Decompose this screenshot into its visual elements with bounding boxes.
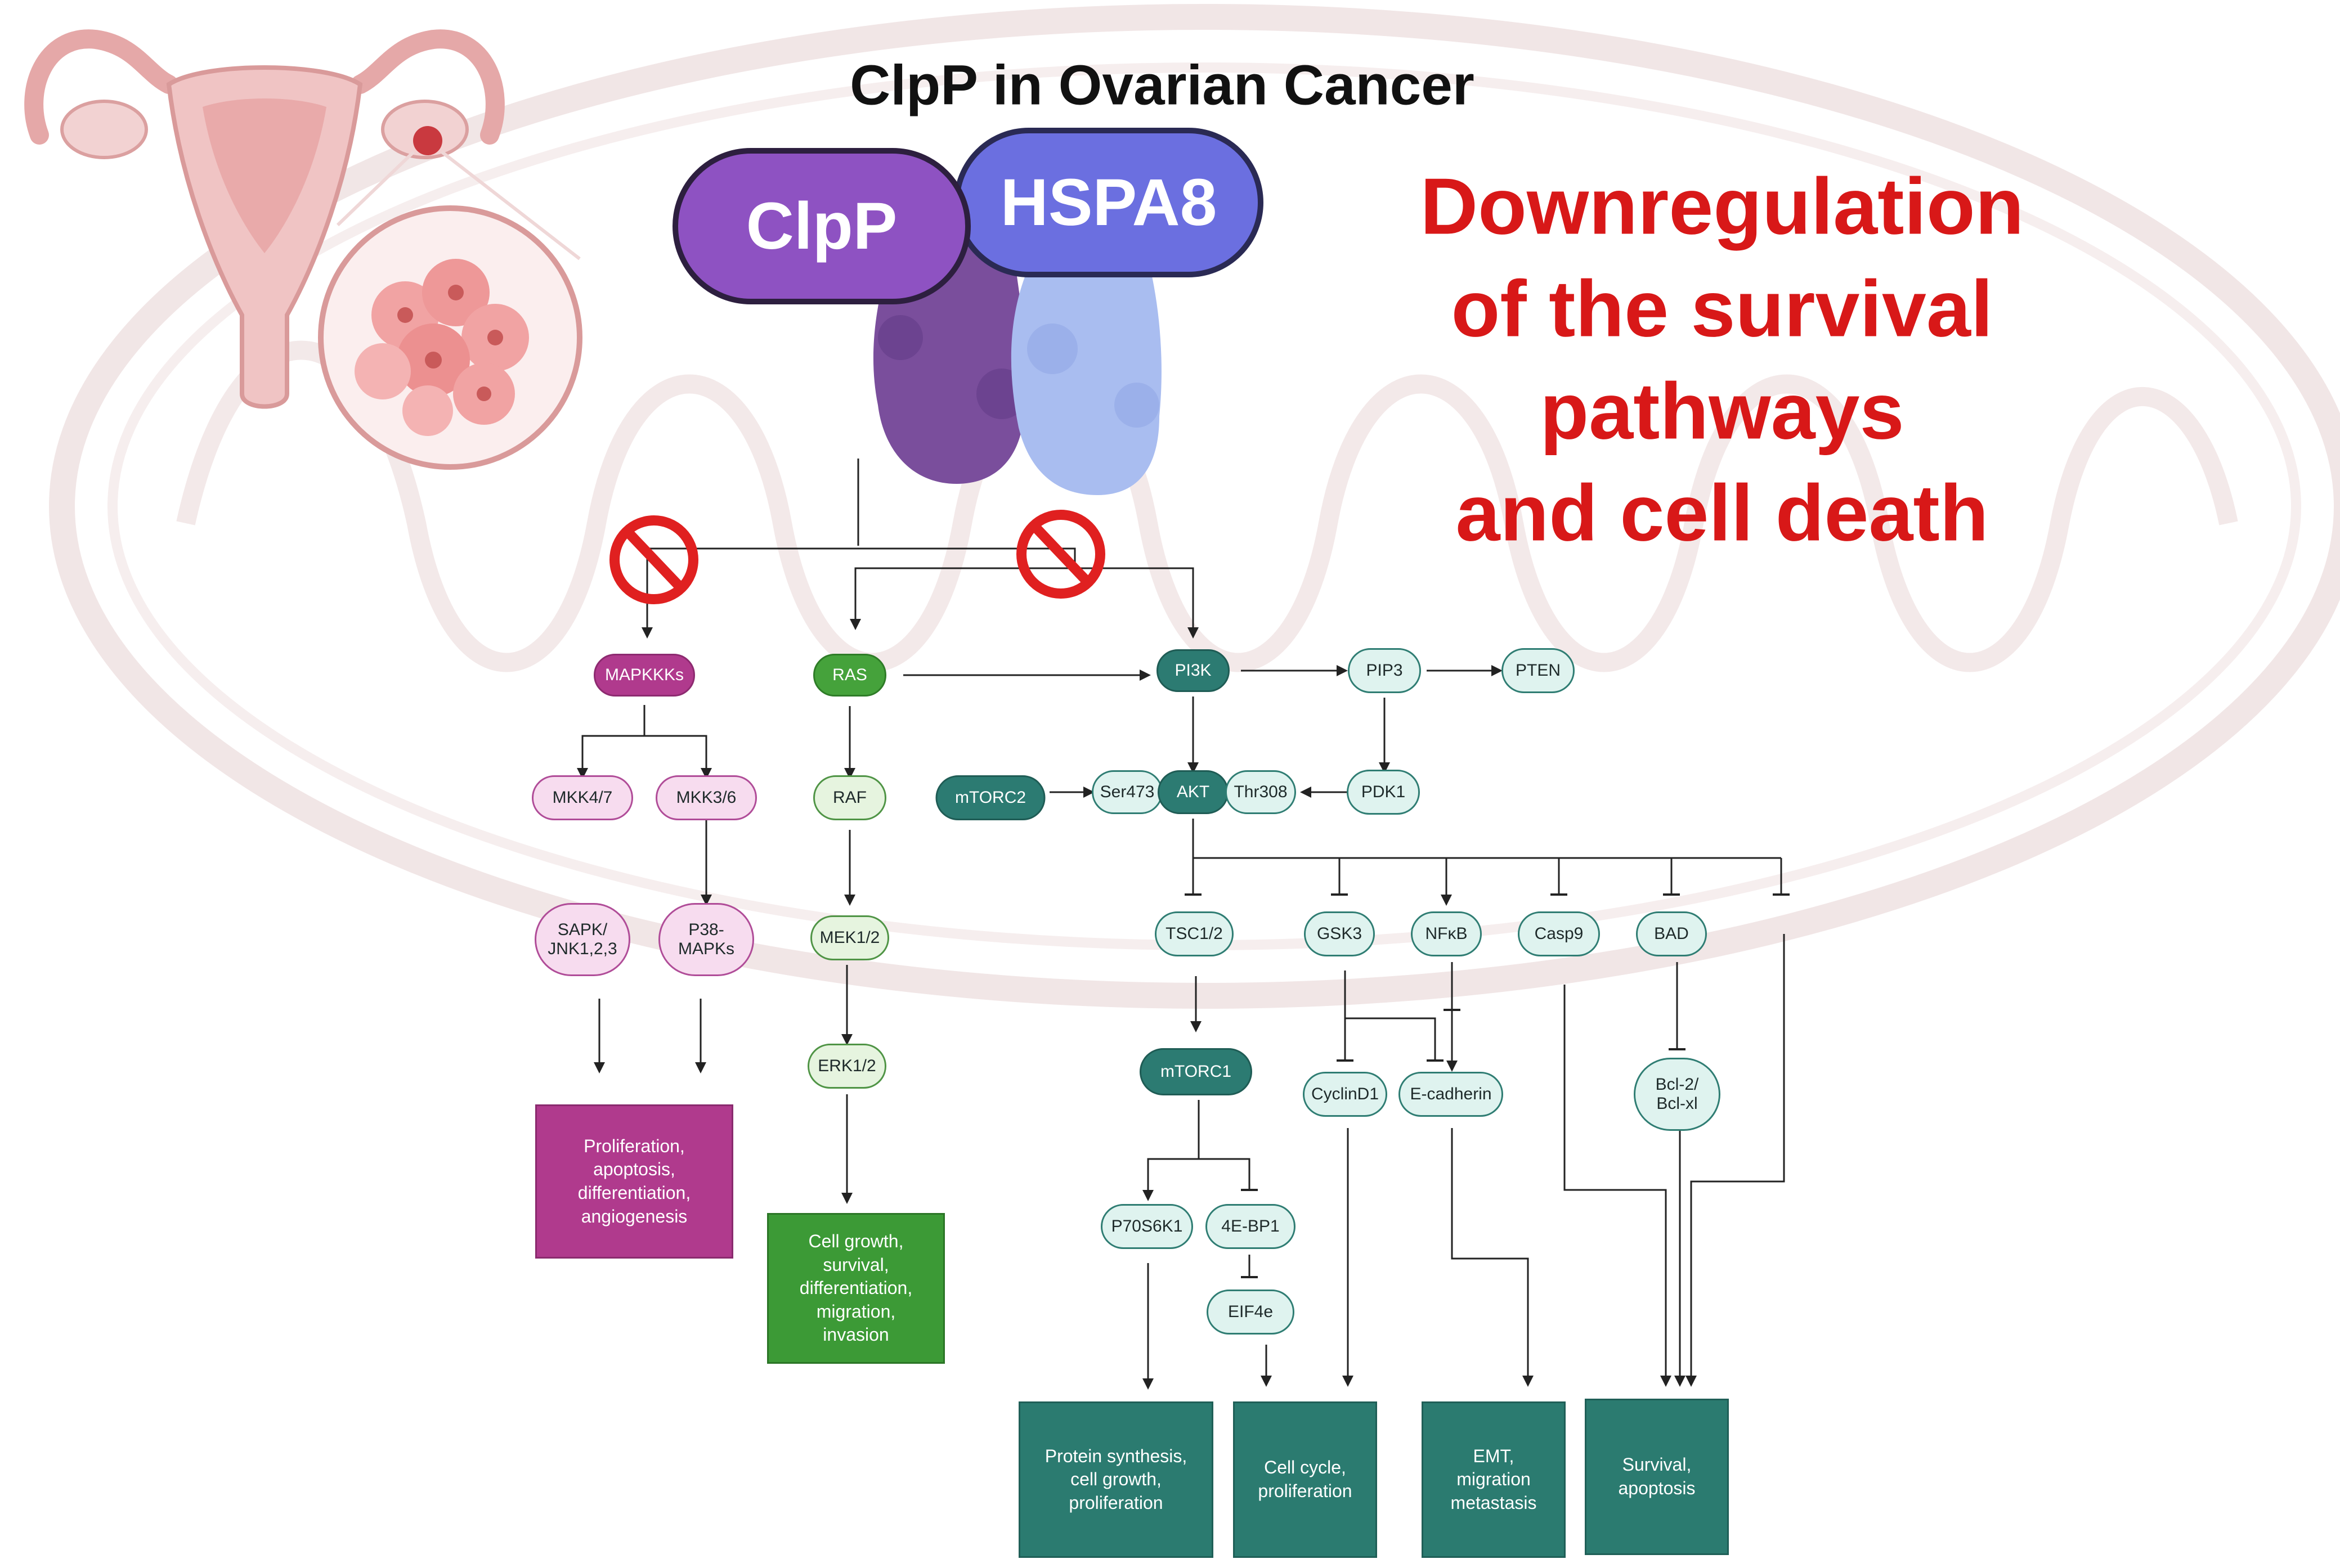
node-nfkb: NFκB [1411, 911, 1482, 956]
node-erk12: ERK1/2 [808, 1044, 886, 1089]
node-pip3: PIP3 [1348, 648, 1421, 693]
node-raf: RAF [813, 775, 886, 820]
outcome-cell-cycle: Cell cycle, proliferation [1233, 1401, 1377, 1558]
node-p70s6k1: P70S6K1 [1101, 1204, 1193, 1249]
outcome-protein-synthesis: Protein synthesis, cell growth, prolifer… [1019, 1401, 1213, 1558]
node-pdk1: PDK1 [1347, 770, 1420, 815]
node-mtorc2: mTORC2 [935, 775, 1046, 820]
node-ras: RAS [813, 654, 886, 697]
outcome-survival: Survival, apoptosis [1585, 1399, 1729, 1555]
node-eif4e: EIF4e [1207, 1290, 1294, 1335]
node-sapk-jnk: SAPK/ JNK1,2,3 [535, 903, 630, 976]
uterus-ovary-illustration [24, 29, 581, 409]
diagram-title: ClpP in Ovarian Cancer [850, 53, 1474, 117]
headline-text: Downregulation of the survival pathways … [1420, 161, 2024, 558]
pathway-connectors [581, 459, 1785, 1378]
node-mek12: MEK1/2 [810, 915, 889, 960]
hspa8-protein-structure [1011, 259, 1162, 495]
outcome-mapk: Proliferation, apoptosis, differentiatio… [535, 1104, 733, 1259]
node-p38-mapks: P38- MAPKs [658, 903, 754, 976]
node-gsk3: GSK3 [1304, 911, 1375, 956]
node-pten: PTEN [1501, 648, 1575, 693]
tumor-cells-magnified-illustration [318, 205, 582, 470]
outcome-erk: Cell growth, survival, differentiation, … [767, 1213, 945, 1364]
node-mkk36: MKK3/6 [656, 775, 757, 820]
node-ecadherin: E-cadherin [1398, 1072, 1503, 1117]
clpp-label: ClpP [746, 189, 898, 263]
node-akt: AKT [1158, 770, 1229, 814]
hspa8-label: HSPA8 [1000, 165, 1217, 240]
arrowheads [577, 619, 1697, 1390]
node-mtorc1: mTORC1 [1140, 1048, 1252, 1095]
node-cyclind1: CyclinD1 [1303, 1072, 1387, 1117]
node-thr308: Thr308 [1225, 770, 1296, 814]
node-ser473: Ser473 [1092, 770, 1163, 814]
node-tsc12: TSC1/2 [1155, 911, 1234, 956]
node-pi3k: PI3K [1156, 649, 1230, 692]
prohibition-sign-icon [1016, 510, 1105, 599]
outcome-emt: EMT, migration metastasis [1422, 1401, 1566, 1558]
node-casp9: Casp9 [1518, 911, 1600, 956]
node-mkk47: MKK4/7 [532, 775, 633, 820]
node-bcl2-bclxl: Bcl-2/ Bcl-xl [1634, 1058, 1720, 1131]
node-mapkkks: MAPKKKs [594, 654, 695, 697]
clpp-pill [673, 148, 971, 304]
inhibition-bars [1185, 893, 1790, 1278]
prohibition-sign-icon [609, 515, 698, 604]
node-bad: BAD [1636, 911, 1707, 956]
node-4ebp1: 4E-BP1 [1205, 1204, 1295, 1249]
